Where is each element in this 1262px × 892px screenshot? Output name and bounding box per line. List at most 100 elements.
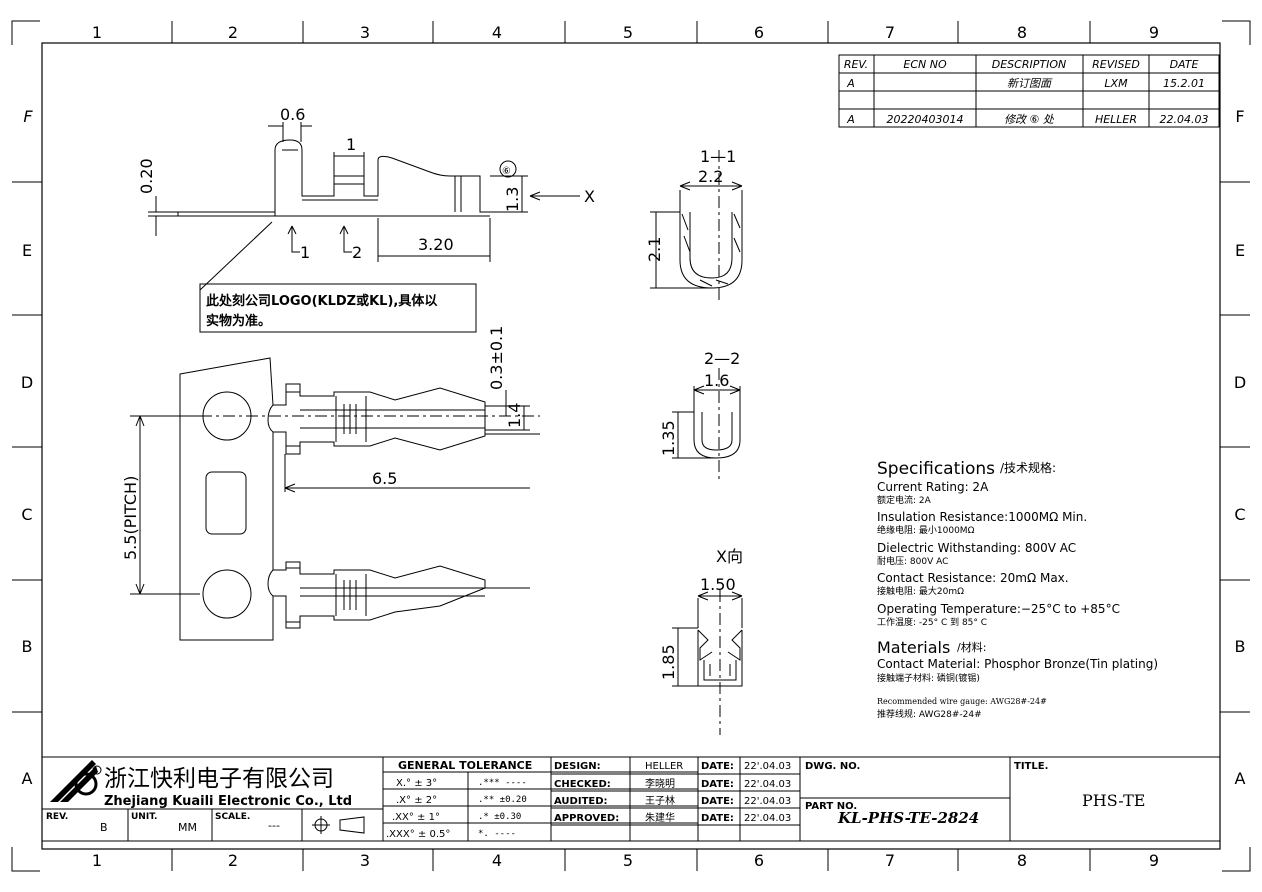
rev-header-date: DATE <box>1170 58 1199 71</box>
company-name-en: Zhejiang Kuaili Electronic Co., Ltd <box>104 794 352 809</box>
section-2-2: 2—2 1.6 1.35 <box>659 349 741 480</box>
rev-header-ecn: ECN NO <box>903 58 947 71</box>
tolerance-title: GENERAL TOLERANCE <box>398 759 532 772</box>
scale-label: SCALE. <box>215 812 250 822</box>
col-label-2: 2 <box>228 23 238 42</box>
col-label-3: 3 <box>360 23 370 42</box>
scale-value: --- <box>268 819 280 832</box>
rev-row2-rev: A <box>846 113 855 126</box>
spec-dielectric-en: Dielectric Withstanding: 800V AC <box>877 541 1076 555</box>
spec-contact-en: Contact Resistance: 20mΩ Max. <box>877 571 1069 585</box>
name-checked: 李晓明 <box>645 777 675 790</box>
tol-linear-0: .*** ---- <box>478 778 527 788</box>
col-label-3-bottom: 3 <box>360 851 370 870</box>
tol-angle-1: .X° ± 2° <box>396 795 437 806</box>
rev-value: B <box>100 821 108 834</box>
dim-0-6: 0.6 <box>280 105 305 124</box>
col-label-8: 8 <box>1017 23 1027 42</box>
unit-value: MM <box>178 821 197 834</box>
date-design: 22'.04.03 <box>744 761 791 772</box>
date-label-1: DATE: <box>701 761 734 772</box>
dim-pitch: 5.5(PITCH) <box>121 476 140 560</box>
role-audited: AUDITED: <box>554 796 608 807</box>
col-label-9-bottom: 9 <box>1149 851 1159 870</box>
spec-temperature-en: Operating Temperature:−25°C to +85°C <box>877 602 1120 616</box>
logo-note-line1: 此处刻公司LOGO(KLDZ或KL),具体以 <box>206 293 437 309</box>
date-label-4: DATE: <box>701 813 734 824</box>
spec-temperature-cn: 工作温度: -25° C 到 85° C <box>877 616 987 628</box>
wire-gauge-cn: 推荐线规: AWG28#-24# <box>877 708 982 720</box>
rev-row2-date: 22.04.03 <box>1160 113 1209 126</box>
name-approved: 朱建华 <box>645 811 675 824</box>
wire-gauge-en: Recommended wire gauge: AWG28#-24# <box>877 697 1047 706</box>
spec-current-cn: 额定电流: 2A <box>877 494 932 506</box>
rev-row2-description: 修改 ⑥ 处 <box>1004 113 1055 126</box>
rev-label: REV. <box>46 812 68 822</box>
section-2-2-width: 1.6 <box>704 371 729 390</box>
spec-insulation-cn: 绝缘电阻: 最小1000MΩ <box>877 524 975 536</box>
row-label-E-right: E <box>1235 241 1245 260</box>
role-design: DESIGN: <box>554 761 601 772</box>
section-marker-2: 2 <box>352 243 362 262</box>
title-block: 浙江快利电子有限公司 Zhejiang Kuaili Electronic Co… <box>41 756 1221 842</box>
col-label-8-bottom: 8 <box>1017 851 1027 870</box>
material-cn: 接触端子材料: 磷铜(镀锡) <box>877 672 980 684</box>
rev-header-revised: REVISED <box>1092 58 1140 71</box>
row-label-F: F <box>23 107 33 126</box>
row-label-C: C <box>21 505 32 524</box>
logo-note: 此处刻公司LOGO(KLDZ或KL),具体以 实物为准。 <box>199 283 477 333</box>
row-label-F-right: F <box>1235 107 1244 126</box>
logo-note-line2: 实物为准。 <box>206 313 271 329</box>
date-checked: 22'.04.03 <box>744 779 791 790</box>
section-x-height: 1.85 <box>659 644 678 680</box>
col-label-6: 6 <box>754 23 764 42</box>
rev-row2-ecn: 20220403014 <box>887 113 964 126</box>
revision-mark: ⑥ <box>502 166 511 177</box>
part-no-value: KL-PHS-TE-2824 <box>837 809 979 827</box>
rev-row1-date: 15.2.01 <box>1163 77 1205 90</box>
section-1-1-title: 1—1 <box>700 147 736 166</box>
col-label-1: 1 <box>92 23 102 42</box>
col-label-7-bottom: 7 <box>885 851 895 870</box>
materials-heading-cn: /材料: <box>957 640 986 654</box>
terminal-front-view: 5.5(PITCH) 6.5 0.3±0.1 1.4 <box>121 326 540 641</box>
col-label-2-bottom: 2 <box>228 851 238 870</box>
col-label-7: 7 <box>885 23 895 42</box>
revision-mark-circle <box>499 160 517 178</box>
terminal-top-view: 0.6 1 0.20 1.3 X 3.20 1 2 ⑥ <box>137 105 595 291</box>
row-label-B-right: B <box>1235 637 1246 656</box>
section-marker-1: 1 <box>300 243 310 262</box>
title-value: PHS-TE <box>1082 791 1145 810</box>
spec-contact-cn: 接触电阻: 最大20mΩ <box>877 585 964 597</box>
dim-0-3: 0.3±0.1 <box>487 326 506 390</box>
role-checked: CHECKED: <box>554 779 611 790</box>
specs-heading-cn: /技术规格: <box>1000 460 1056 475</box>
row-label-B: B <box>22 637 33 656</box>
section-1-1-width: 2.2 <box>698 167 723 186</box>
tol-linear-2: .* ±0.30 <box>478 812 521 822</box>
tol-linear-1: .** ±0.20 <box>478 795 527 805</box>
spec-dielectric-cn: 耐电压: 800V AC <box>877 555 948 567</box>
row-label-D-right: D <box>1234 373 1246 392</box>
col-label-9: 9 <box>1149 23 1159 42</box>
col-label-5-bottom: 5 <box>623 851 633 870</box>
dim-1: 1 <box>346 135 356 154</box>
date-label-2: DATE: <box>701 779 734 790</box>
tol-angle-2: .XX° ± 1° <box>392 812 440 823</box>
col-label-4-bottom: 4 <box>492 851 502 870</box>
rev-row1-revised: LXM <box>1104 77 1128 90</box>
section-1-1-height: 2.1 <box>645 237 664 262</box>
section-1-1: 1—1 2.2 2.1 <box>645 147 743 300</box>
date-approved: 22'.04.03 <box>744 813 791 824</box>
name-design: HELLER <box>645 761 683 772</box>
unit-label: UNIT. <box>131 812 157 822</box>
specifications: Specifications /技术规格: Current Rating: 2A… <box>877 459 1158 720</box>
role-approved: APPROVED: <box>554 813 619 824</box>
rev-header-rev: REV. <box>844 58 868 71</box>
company-logo <box>50 760 102 802</box>
col-label-4: 4 <box>492 23 502 42</box>
name-audited: 王子林 <box>645 794 675 807</box>
specs-heading: Specifications <box>877 459 995 479</box>
col-label-1-bottom: 1 <box>92 851 102 870</box>
row-label-C-right: C <box>1234 505 1245 524</box>
